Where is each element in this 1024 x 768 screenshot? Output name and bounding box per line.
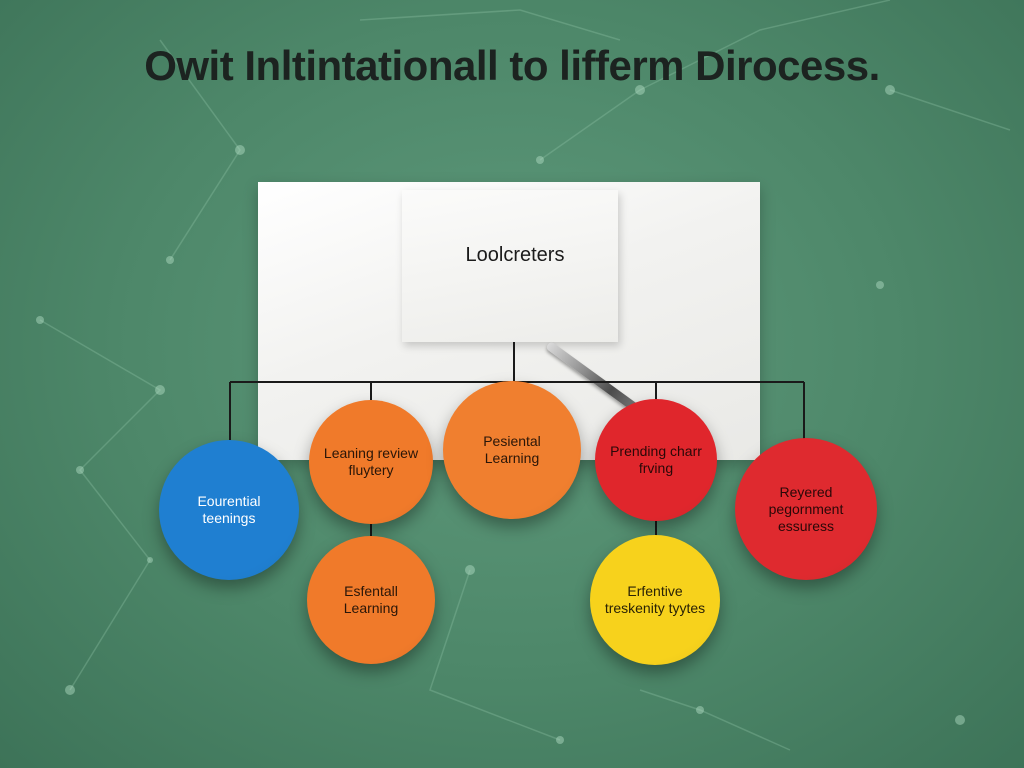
node-label: Esfentall Learning [343, 583, 399, 616]
node-erfentive-treskenity-tyytes: Erfentive treskenity tyytes [590, 535, 720, 665]
node-esfental-learning: Esfentall Learning [307, 536, 435, 664]
node-prending-charr-frving: Prending charr frving [595, 399, 717, 521]
paper-fold [402, 190, 618, 342]
node-reyered-pegornment-essuress: Reyered pegornment essuress [735, 438, 877, 580]
node-eourential-teenings: Eourential teenings [159, 440, 299, 580]
node-label: Eourential teenings [197, 493, 261, 526]
node-pesiental-learning: Pesiental Learning [443, 381, 581, 519]
node-label: Prending charr frving [610, 443, 702, 476]
node-label: Pesiental Learning [483, 433, 541, 466]
node-label: Reyered pegornment essuress [768, 483, 844, 534]
node-label: Leaning review fluytery [323, 445, 419, 478]
diagram-title: Owit Inltintationall to lifferm Dirocess… [144, 42, 880, 89]
node-leaning-review-fluytery: Leaning review fluytery [309, 400, 433, 524]
root-node-label: Loolcreters [465, 244, 565, 266]
node-label: Erfentive treskenity tyytes [604, 583, 706, 616]
